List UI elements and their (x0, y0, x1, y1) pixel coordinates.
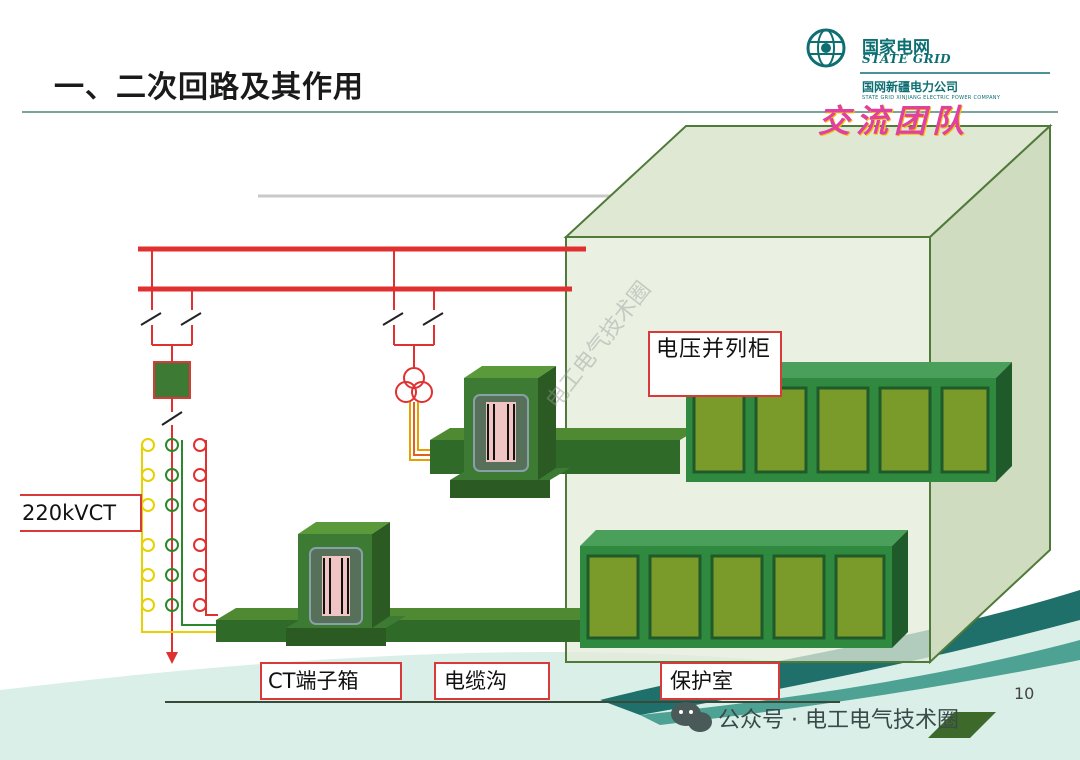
slide-title: 一、二次回路及其作用 (54, 62, 364, 106)
protection-cabinets (580, 530, 908, 648)
vt-bay-disconnectors (383, 249, 443, 368)
page-number: 10 (1014, 684, 1034, 703)
protection-room-label: 保护室 (660, 662, 780, 700)
cable-trench-lower (216, 608, 600, 642)
ct-label: 220kVCT (20, 494, 142, 532)
vt-panel-label: 电压并列柜 (648, 331, 782, 397)
ct-box-label: CT端子箱 (260, 662, 402, 700)
state-grid-globe-icon (808, 30, 844, 66)
company-name-cn: 国网新疆电力公司 (862, 78, 958, 95)
line-arrow-icon (166, 652, 178, 664)
line-disconnector (162, 412, 182, 425)
watermark-text: 公众号 · 电工电气技术圈 (718, 702, 959, 734)
voltage-transformer-icon (396, 368, 432, 402)
ct-coils (142, 439, 218, 632)
logo-text-en: STATE GRID (862, 52, 951, 66)
line-bay-disconnectors (141, 249, 201, 362)
cable-trench-label: 电缆沟 (434, 662, 550, 700)
slogan: 交流团队 (818, 96, 970, 142)
circuit-breaker (154, 362, 190, 398)
